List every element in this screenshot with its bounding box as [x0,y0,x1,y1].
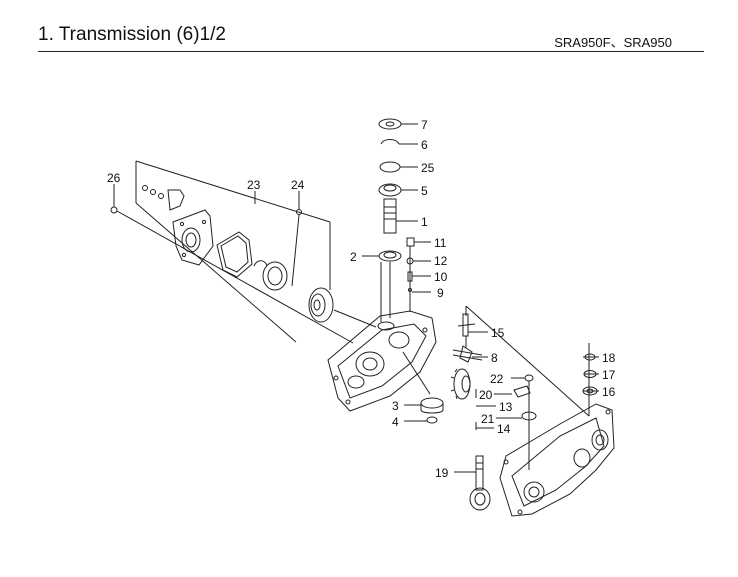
callout-26: 26 [107,171,121,185]
shift-gear [450,368,471,400]
callout-13: 13 [499,400,513,414]
callout-9: 9 [437,286,444,300]
callout-25: 25 [421,161,435,175]
callout-19: 19 [435,466,449,480]
callout-24: 24 [291,178,305,192]
part-3-4-seal [420,397,444,424]
cover-clip-bearing [253,209,302,291]
callout-11: 11 [434,236,447,250]
callout-1: 1 [421,215,428,229]
callout-3: 3 [392,399,399,413]
callout-23: 23 [247,178,261,192]
part-23-side-cover [172,209,214,266]
callout-16: 16 [602,385,616,399]
callout-22: 22 [490,372,504,386]
callout-12: 12 [434,254,448,268]
callout-20: 20 [479,388,493,402]
cover-gasket [216,231,253,278]
input-disc [308,287,334,323]
callout-numbers: 7 6 25 5 1 2 11 12 10 9 15 8 18 17 16 22… [107,118,616,480]
callout-18: 18 [602,351,616,365]
vertical-shaft-stack [378,118,402,318]
callout-10: 10 [434,270,448,284]
shaft-hardware-stack [475,374,537,470]
callout-2: 2 [350,250,357,264]
callout-6: 6 [421,138,428,152]
part-15-shift-arm [457,313,476,348]
part-8-shift-fork [452,345,483,363]
left-case-leader-lines [333,262,431,395]
left-gear-case [327,310,437,412]
cover-small-washers [142,185,185,211]
callout-5: 5 [421,184,428,198]
callout-leaders [113,123,599,473]
detent-parts-stack [406,237,415,312]
callout-7: 7 [421,118,428,132]
callout-4: 4 [392,415,399,429]
callout-14: 14 [497,422,511,436]
callout-17: 17 [602,368,616,382]
part-19-output-shaft [469,455,491,511]
cover-group-bracket [135,160,331,343]
right-gear-case [499,403,615,517]
header-divider [38,51,704,52]
callout-8: 8 [491,351,498,365]
model-label: SRA950F、SRA950 [554,35,672,50]
callout-21: 21 [481,412,495,426]
callout-15: 15 [491,326,505,340]
page-title: 1. Transmission (6)1/2 [38,24,226,45]
